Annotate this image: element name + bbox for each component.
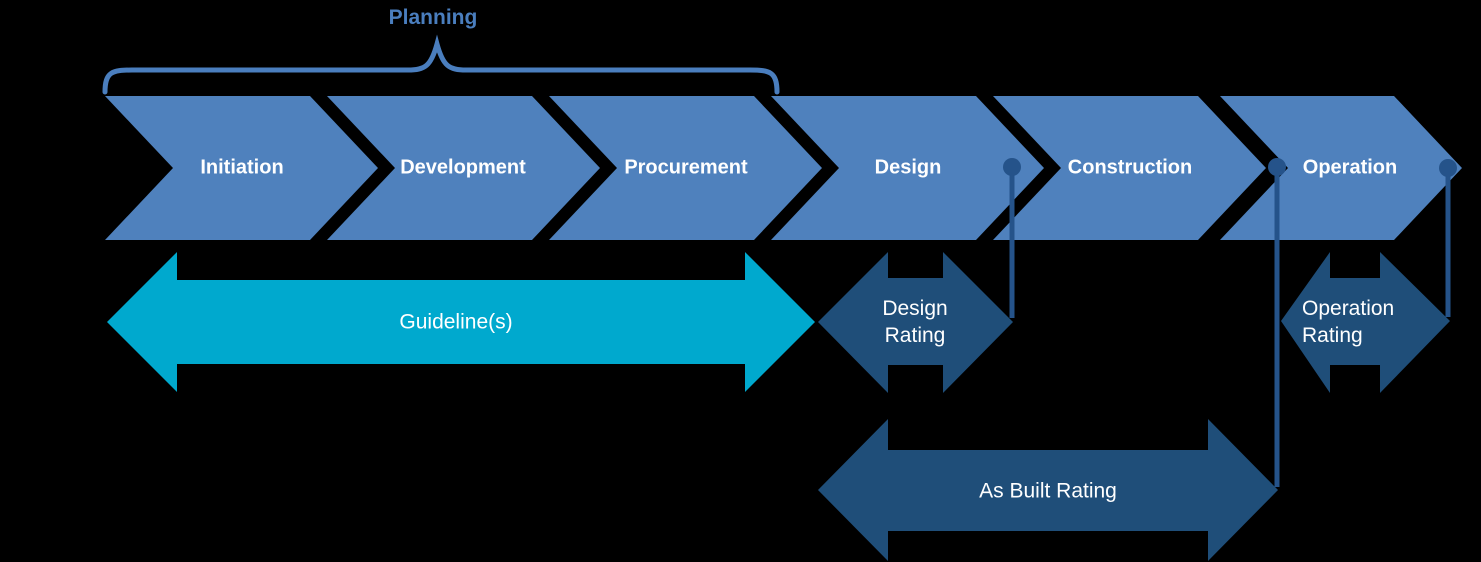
connector-pin-operation xyxy=(1439,159,1457,177)
design-rating-label: Design Rating xyxy=(882,297,948,347)
planning-label: Planning xyxy=(388,6,478,29)
connector-pin-design xyxy=(1003,158,1021,176)
phase-label-construction: Construction xyxy=(1067,156,1193,179)
phase-chevron-construction xyxy=(993,96,1266,240)
as-built-rating-arrow xyxy=(818,419,1278,561)
phase-label-development: Development xyxy=(400,156,526,179)
phase-label-operation: Operation xyxy=(1302,156,1398,179)
planning-brace-icon xyxy=(102,34,780,95)
guideline-label: Guideline(s) xyxy=(399,310,513,334)
guideline-arrow xyxy=(107,252,815,392)
as-built-rating-label: As Built Rating xyxy=(979,479,1117,503)
phase-label-initiation: Initiation xyxy=(200,156,284,179)
design-rating-arrow xyxy=(818,252,1013,393)
connector-pin-construction xyxy=(1268,158,1286,176)
phase-chevron-development xyxy=(327,96,600,240)
operation-rating-label: Operation Rating xyxy=(1302,297,1395,347)
phase-chevron-initiation xyxy=(105,96,378,240)
phase-label-procurement: Procurement xyxy=(624,156,748,179)
phase-chevron-procurement xyxy=(549,96,822,240)
phase-chevron-design xyxy=(771,96,1044,240)
phase-chevron-operation xyxy=(1220,96,1462,240)
operation-rating-arrow xyxy=(1281,252,1450,393)
phase-label-design: Design xyxy=(874,156,942,179)
